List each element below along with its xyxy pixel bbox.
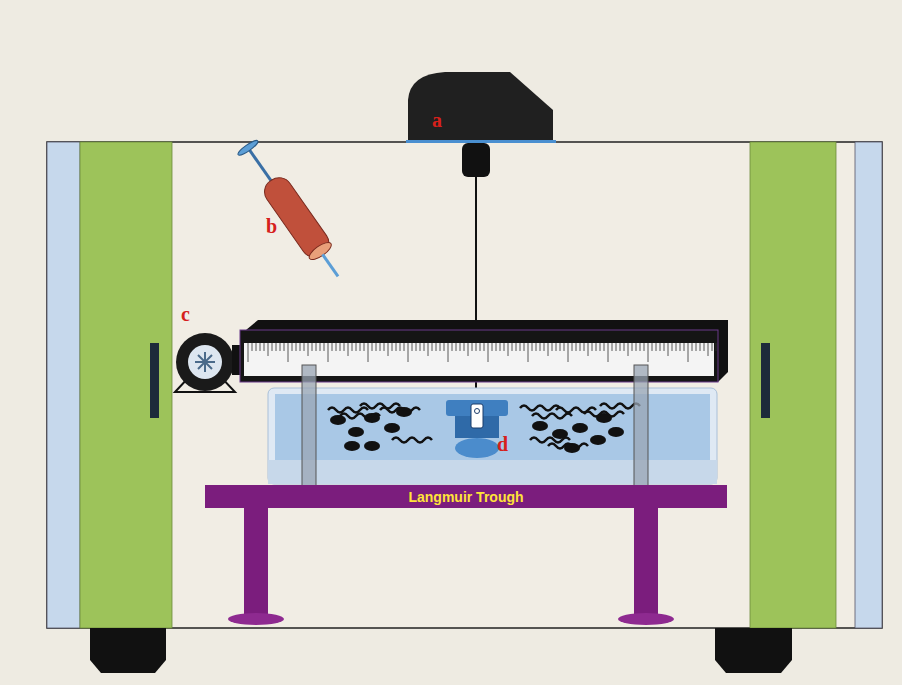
wilhelmy-plate	[471, 404, 483, 428]
motor-face	[188, 345, 222, 379]
callout-letter: b	[266, 216, 277, 236]
balance-base	[406, 140, 556, 143]
barrier	[302, 365, 316, 495]
syringe	[235, 137, 350, 284]
door-handle	[150, 343, 159, 418]
door-handle	[761, 343, 770, 418]
plate-holder	[446, 400, 508, 416]
node-text: Langmuir Trough	[408, 489, 523, 505]
microbalance	[408, 72, 553, 142]
motor	[176, 333, 234, 391]
table-foot	[228, 613, 284, 625]
table-leg	[244, 508, 268, 616]
ruler-ticks	[248, 343, 716, 362]
door-panel	[80, 142, 172, 628]
side-glass	[855, 142, 882, 628]
plate-hook	[475, 409, 480, 414]
trough	[268, 388, 717, 484]
table-foot	[618, 613, 674, 625]
callout-letter: c	[181, 304, 190, 324]
plate-dish	[455, 438, 499, 458]
barrier	[634, 365, 648, 495]
side-glass	[47, 142, 80, 628]
table-leg	[634, 508, 658, 616]
callout-letter: a	[432, 110, 442, 130]
motor-gear	[195, 352, 215, 372]
trough-base	[268, 460, 717, 484]
door-panel	[750, 142, 836, 628]
table-label-bar: Langmuir Trough	[205, 485, 727, 508]
enclosure	[47, 142, 882, 628]
balance-head	[462, 143, 490, 177]
foot	[715, 628, 792, 673]
callout-letter: d	[497, 434, 508, 454]
foot	[90, 628, 166, 673]
table-top	[205, 485, 727, 508]
